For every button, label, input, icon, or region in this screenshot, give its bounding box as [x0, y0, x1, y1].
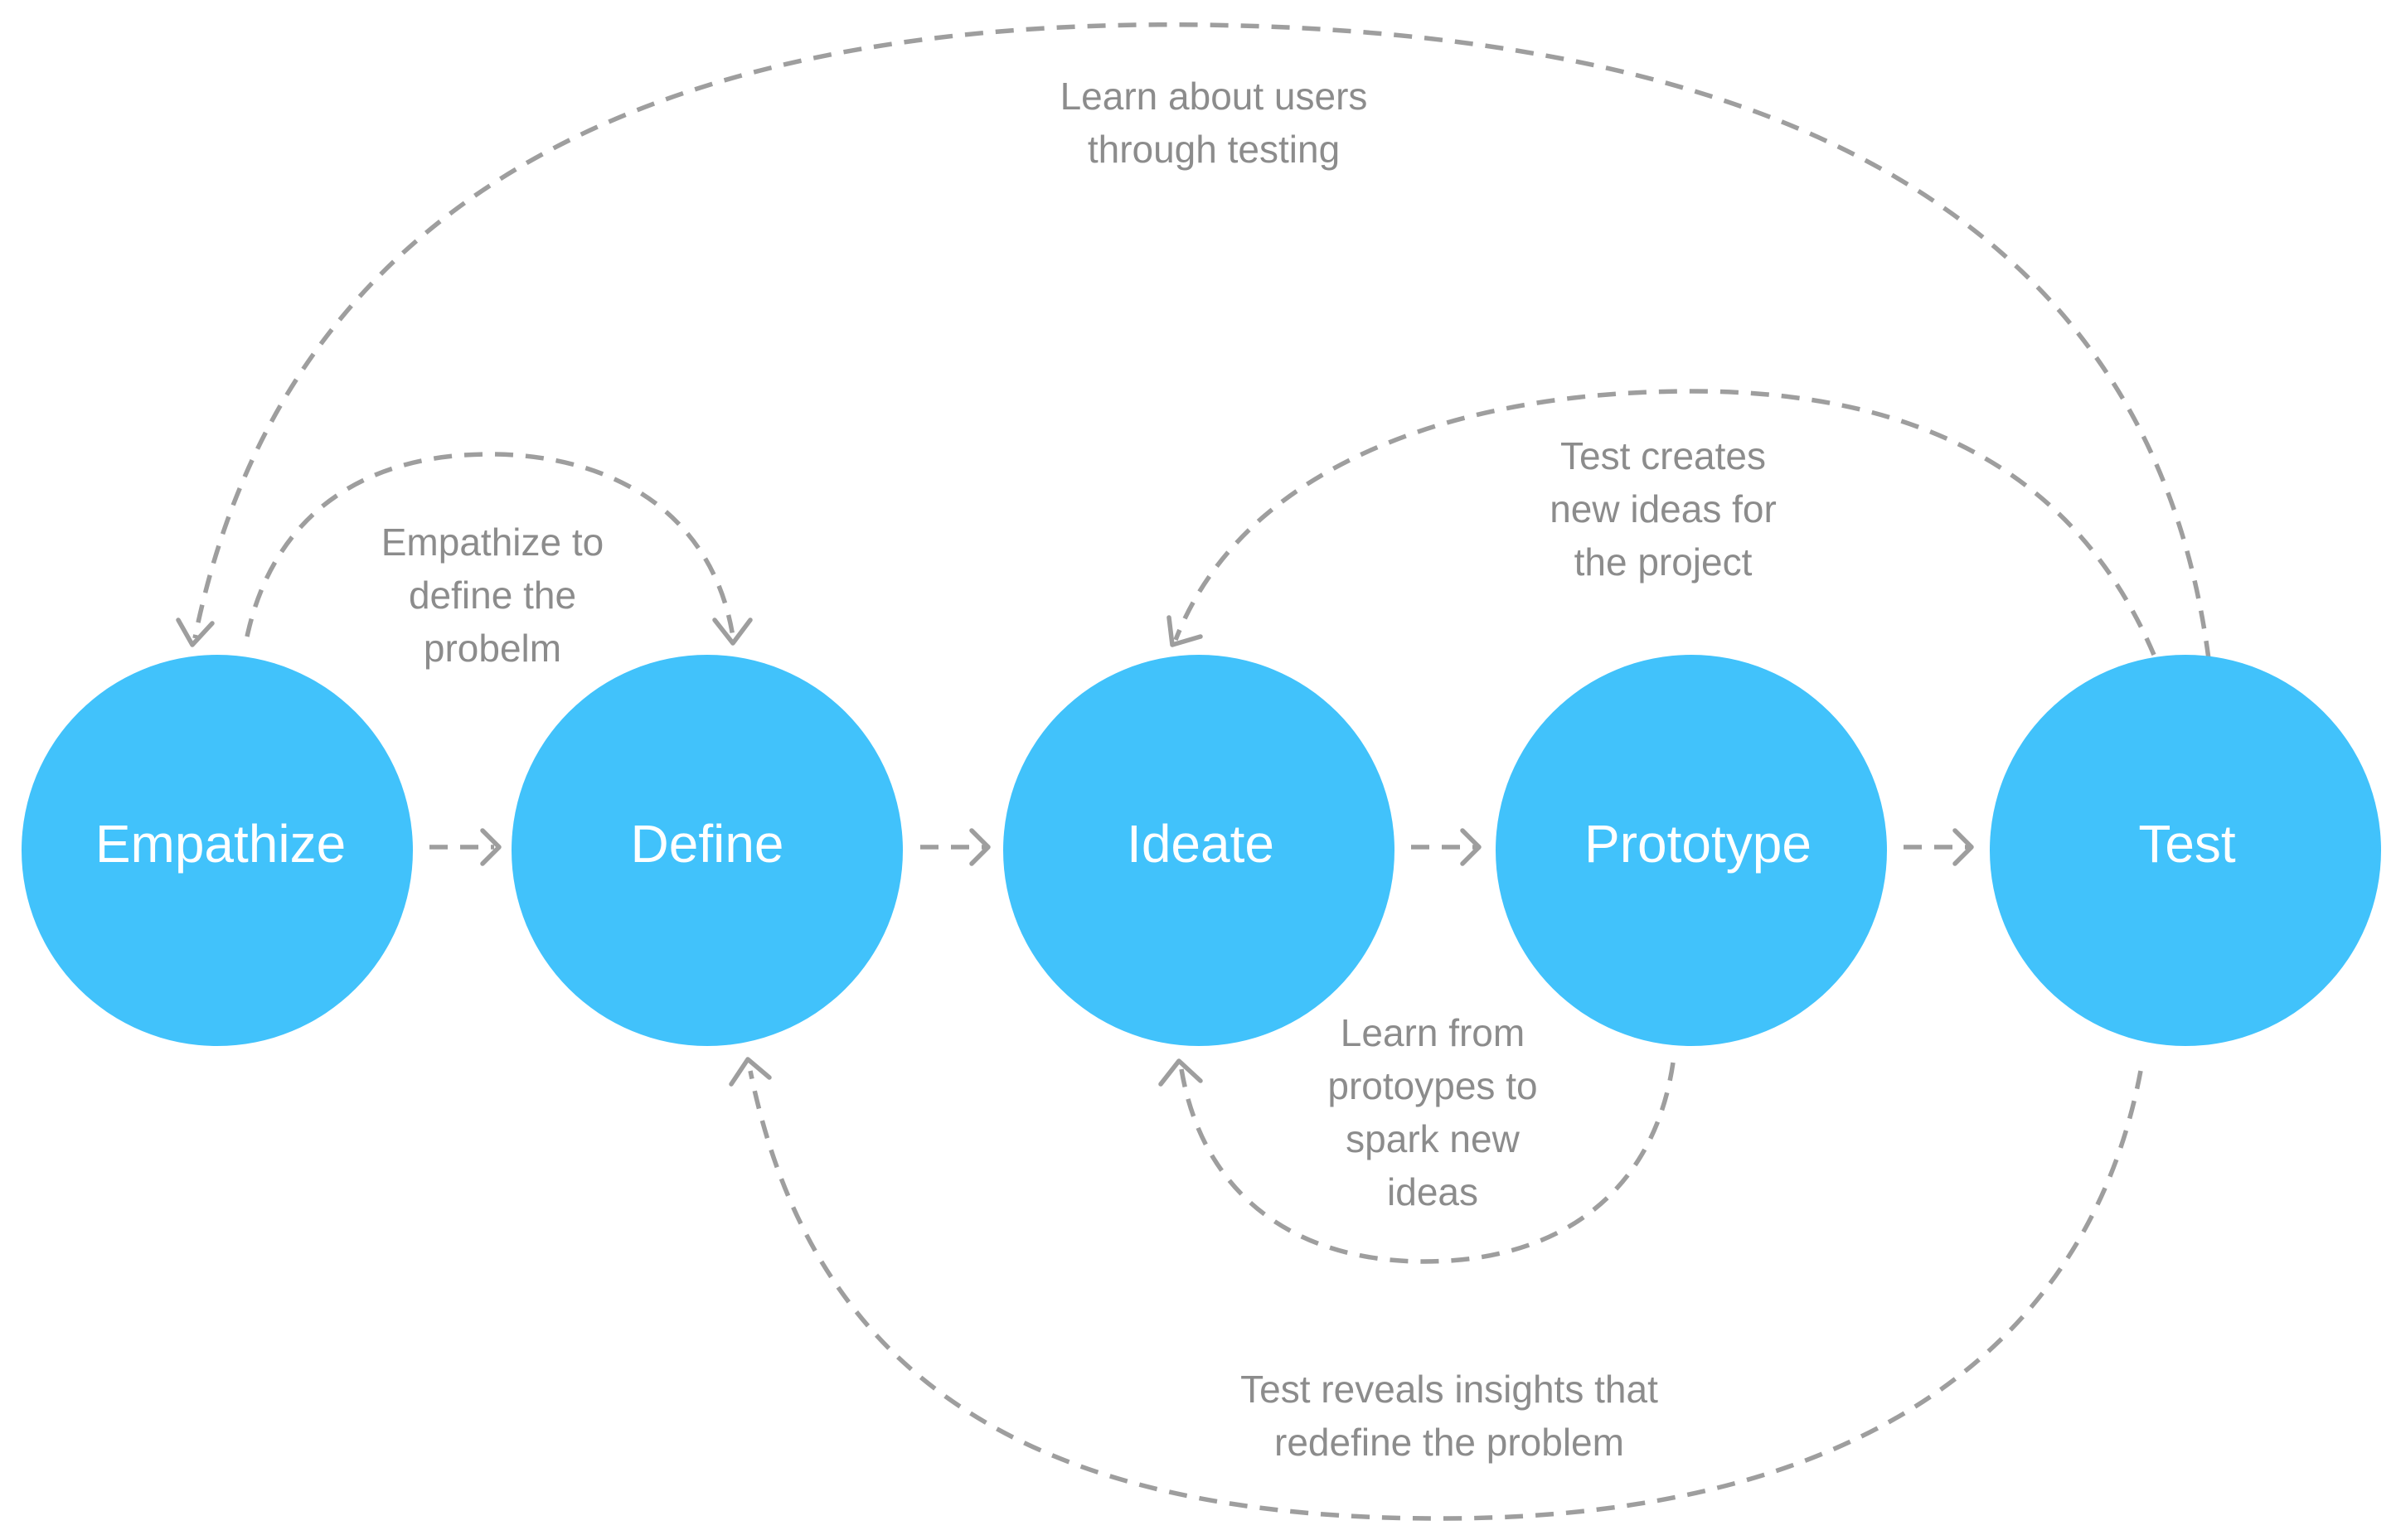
- stage-prototype: Prototype: [1496, 655, 1887, 1046]
- arrow-right-icon: [969, 828, 991, 866]
- annotation-empathize-define: Empathize to define the probelm: [381, 521, 604, 670]
- flow-define-to-ideate: [920, 828, 991, 866]
- annotation-test-ideas: Test creates new ideas for the project: [1550, 434, 1777, 584]
- arrow-right-icon: [1460, 828, 1482, 866]
- arrow-right-icon: [480, 828, 502, 866]
- arrowhead-icon: [729, 1057, 772, 1087]
- annotation-line: redefine the problem: [1274, 1421, 1624, 1464]
- arrowhead-icon: [1166, 615, 1203, 647]
- stage-label: Empathize: [95, 814, 346, 874]
- annotation-line: Test reveals insights that: [1240, 1368, 1658, 1411]
- annotation-line: through testing: [1088, 128, 1340, 171]
- loop-empathize-to-define: [245, 452, 753, 646]
- loop-test-to-empathize: [176, 22, 2211, 660]
- annotation-line: protoypes to: [1327, 1064, 1537, 1107]
- annotation-line: spark new: [1346, 1117, 1520, 1160]
- stage-ideate: Ideate: [1003, 655, 1394, 1046]
- annotation-line: Learn from: [1341, 1011, 1525, 1054]
- flow-ideate-to-prototype: [1411, 828, 1482, 866]
- stage-define: Define: [512, 655, 903, 1046]
- arrowhead-icon: [712, 617, 753, 646]
- annotation-learn-prototypes: Learn from protoypes to spark new ideas: [1327, 1011, 1537, 1213]
- loop-test-to-ideate: [1166, 389, 2156, 656]
- arrowhead-icon: [176, 617, 215, 647]
- flow-prototype-to-test: [1904, 828, 1974, 866]
- annotation-line: define the: [409, 574, 576, 617]
- annotation-line: the project: [1574, 540, 1753, 584]
- stage-test: Test: [1990, 655, 2381, 1046]
- annotation-line: probelm: [424, 627, 561, 670]
- annotation-line: new ideas for: [1550, 487, 1777, 530]
- loop-prototype-to-ideate: [1158, 1058, 1676, 1264]
- stage-label: Define: [631, 814, 784, 874]
- annotation-line: Empathize to: [381, 521, 604, 564]
- loop-test-to-define: [729, 1057, 2143, 1521]
- stage-label: Prototype: [1584, 814, 1812, 874]
- annotation-line: Learn about users: [1060, 75, 1368, 118]
- annotation-line: ideas: [1387, 1170, 1478, 1213]
- annotation-learn-users: Learn about users through testing: [1060, 75, 1368, 171]
- arrowhead-icon: [1158, 1058, 1203, 1087]
- annotation-line: Test creates: [1560, 434, 1766, 477]
- stage-label: Ideate: [1127, 814, 1274, 874]
- annotation-test-insights: Test reveals insights that redefine the …: [1240, 1368, 1658, 1464]
- flow-empathize-to-define: [429, 828, 502, 866]
- stage-empathize: Empathize: [22, 655, 413, 1046]
- arrow-right-icon: [1952, 828, 1974, 866]
- stage-label: Test: [2138, 814, 2236, 874]
